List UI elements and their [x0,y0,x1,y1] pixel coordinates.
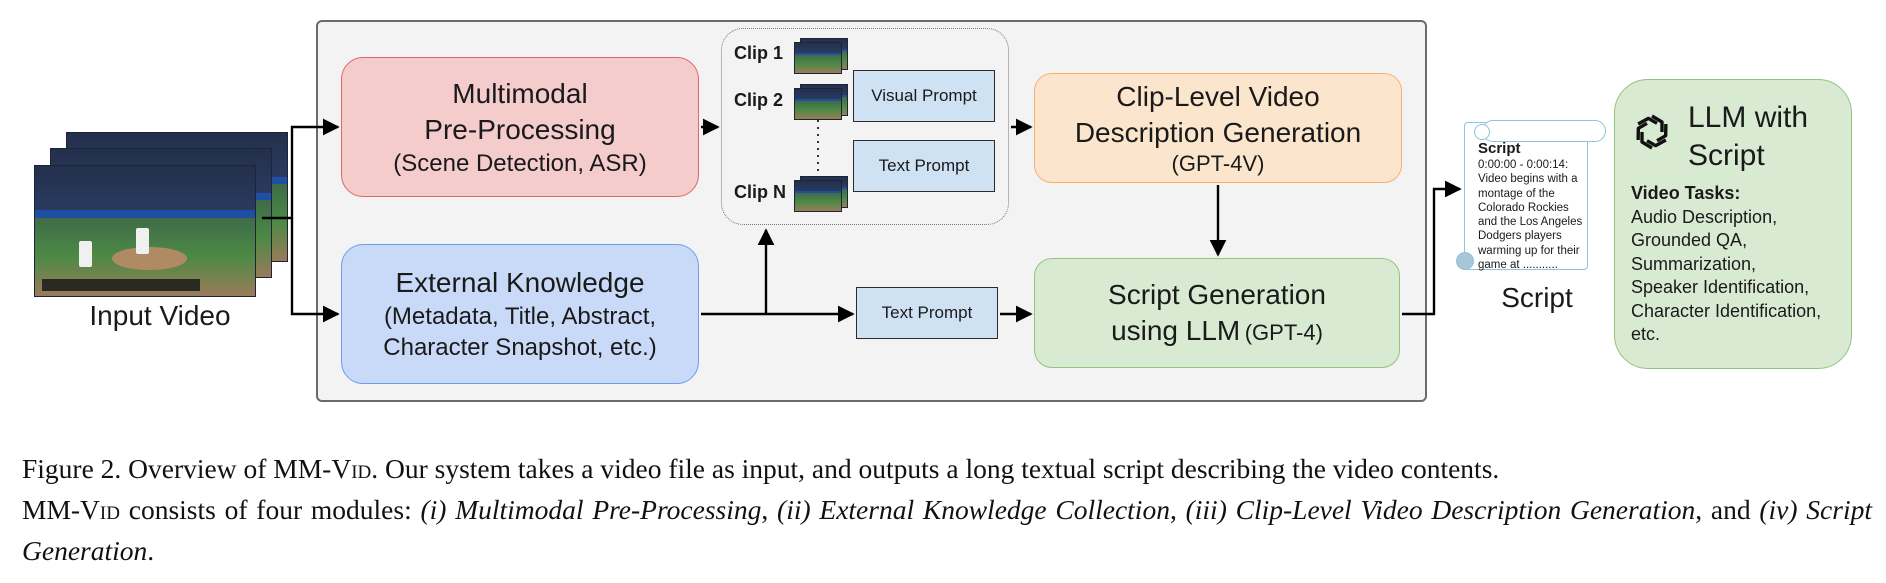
figure-caption: Figure 2. Overview of MM-Vid. Our system… [22,448,1872,571]
caption-module-3: (iii) Clip-Level Video Description Gener… [1185,494,1696,525]
caption-part: , [1169,494,1186,525]
caption-part: , and [1695,494,1760,525]
input-video-frame-1 [34,165,256,297]
llm-panel-tasks: Video Tasks: Audio Description, Grounded… [1631,182,1821,347]
llm-with-script-panel [1614,79,1852,369]
caption-part: consists of four modules: [119,494,421,525]
caption-part: id [99,494,120,525]
task-item: Speaker Identification, [1631,277,1810,297]
preprocessing-subtitle: (Scene Detection, ASR) [393,149,647,177]
text-prompt-box-clip: Text Prompt [853,140,995,192]
llm-panel-title: LLM with Script [1688,99,1808,175]
script-generation-title: Script Generation [1108,279,1326,310]
clip-description-title-2: Description Generation [1074,117,1362,148]
script-generation-module: Script Generation using LLM (GPT-4) [1034,258,1400,368]
script-scroll-curl-top [1474,124,1490,140]
clip-description-module: Clip-Level Video Description Generation … [1034,73,1402,183]
task-item: Audio Description, [1631,206,1778,227]
caption-part: id [351,453,372,484]
task-item: Character Identification, [1631,300,1822,321]
script-doc-line: Colorado Rockies [1478,201,1569,214]
script-doc-line: warming up for their [1478,244,1580,257]
openai-logo-icon [1630,110,1674,154]
external-knowledge-title: External Knowledge [395,267,645,298]
task-item: Summarization, [1631,253,1757,274]
script-generation-model: (GPT-4) [1244,320,1323,345]
clip-n-label: Clip N [734,182,786,202]
script-doc-text: Script 0:00:00 - 0:00:14: Video begins w… [1478,140,1588,272]
caption-part: . Our system takes a video file as input… [371,453,1500,484]
external-knowledge-sub-1: (Metadata, Title, Abstract, [383,303,657,330]
caption-module-4: (iv) Script Generation [22,494,1872,566]
clip-description-title-1: Clip-Level Video [1116,81,1320,112]
llm-panel-title-2: Script [1688,139,1765,172]
preprocessing-title-2: Pre-Processing [424,113,616,145]
llm-panel-title-1: LLM with [1688,101,1809,134]
clip-1-thumb [794,42,842,74]
script-scroll-curl [1456,252,1474,270]
preprocessing-module: Multimodal Pre-Processing (Scene Detecti… [341,57,699,197]
tasks-heading: Video Tasks: [1631,183,1741,203]
script-doc-line: Video begins with a [1478,173,1578,186]
preprocessing-title-1: Multimodal [452,77,588,109]
caption-part: . [147,535,155,566]
task-item: etc. [1631,324,1661,344]
clip-1-label: Clip 1 [734,43,784,63]
clip-group [721,28,1009,225]
clip-n-thumb [794,180,842,212]
text-prompt-box-script: Text Prompt [856,287,998,339]
clip-2-label: Clip 2 [734,90,784,110]
script-doc-line: and the Los Angeles [1478,216,1583,229]
script-generation-llm: using LLM [1111,315,1241,346]
script-doc-line: Dodgers players [1478,230,1562,243]
script-doc-line: game at ........... [1478,259,1558,272]
clip-2-thumb [794,88,842,120]
external-knowledge-module: External Knowledge (Metadata, Title, Abs… [341,244,699,384]
visual-prompt-box: Visual Prompt [853,70,995,122]
clip-description-model: (GPT-4V) [1171,151,1265,176]
caption-part: Figure 2. Overview of MM-V [22,453,352,484]
task-item: Grounded QA, [1631,230,1748,250]
caption-module-1: (i) Multimodal Pre-Processing [420,494,762,525]
caption-part: , [761,494,778,525]
caption-part: MM-V [22,494,100,525]
script-doc-title: Script [1478,140,1521,157]
input-video-label: Input Video [89,300,231,331]
script-label: Script [1501,282,1573,313]
script-generation-line2: using LLM (GPT-4) [1111,313,1323,349]
script-doc-line: 0:00:00 - 0:00:14: [1478,159,1569,171]
script-doc-line: montage of the [1478,187,1555,200]
external-knowledge-sub-2: Character Snapshot, etc.) [383,334,657,361]
caption-module-2: (ii) External Knowledge Collection [777,494,1170,525]
